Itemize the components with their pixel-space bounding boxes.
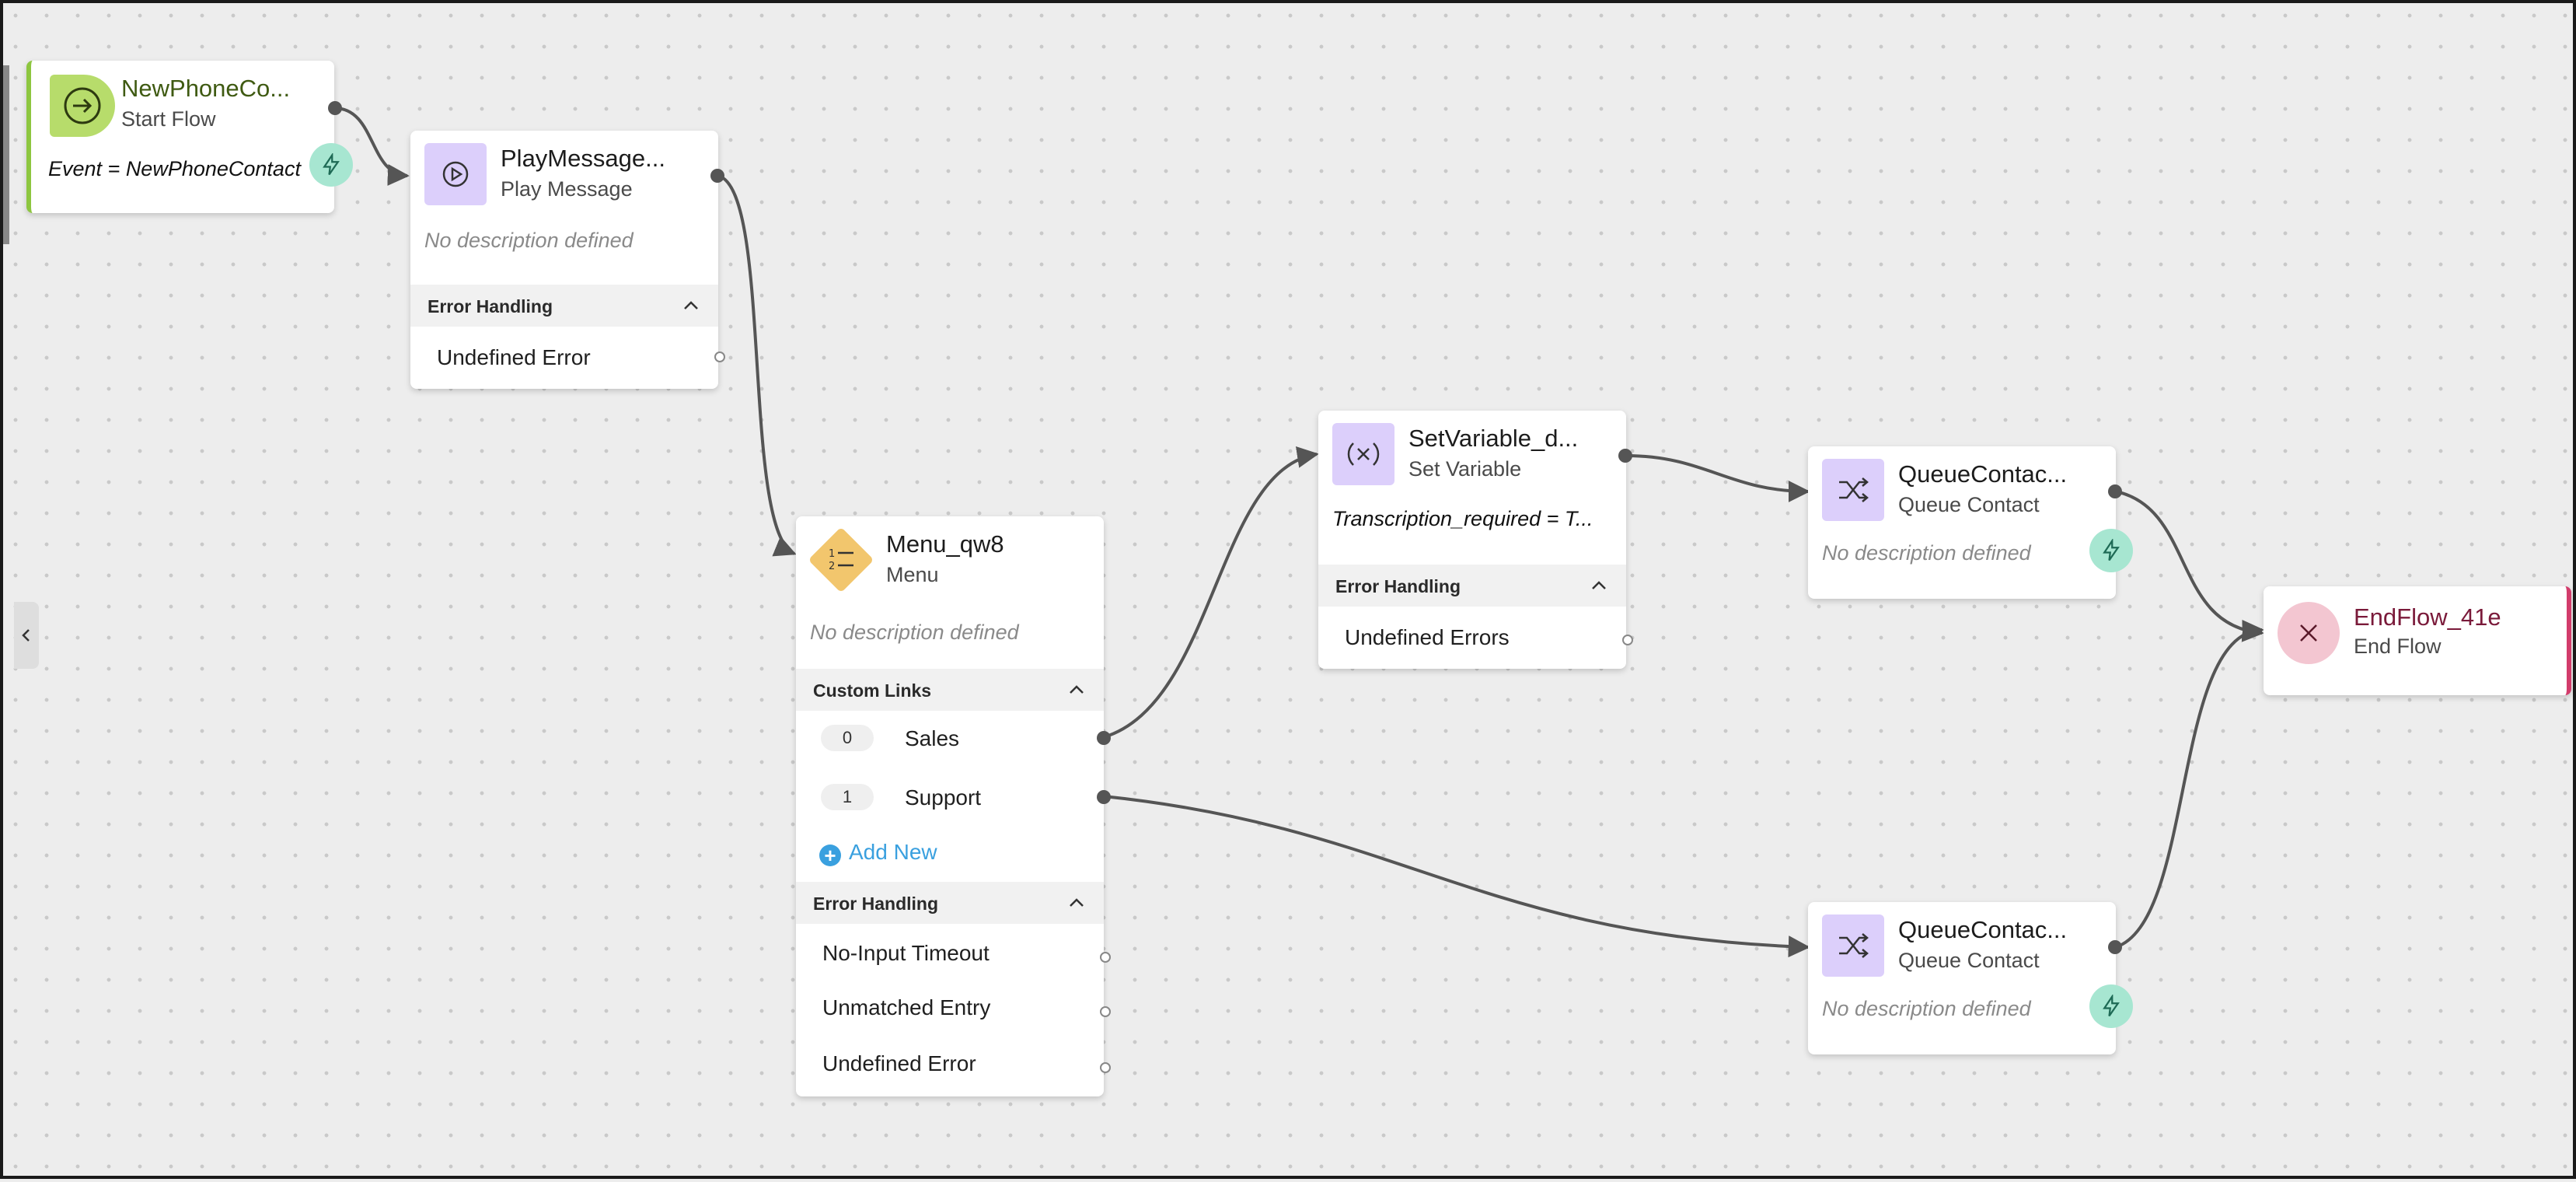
edge-sales-to-setvar[interactable] <box>1103 446 1319 739</box>
node-subtitle: Queue Contact <box>1898 493 2040 516</box>
output-port[interactable] <box>328 101 342 115</box>
error-handling-section[interactable]: Error Handling <box>796 882 1104 924</box>
section-label: Error Handling <box>813 893 939 914</box>
node-title: PlayMessage... <box>501 145 665 172</box>
node-start-flow[interactable]: NewPhoneCo... Start Flow Event = NewPhon… <box>26 61 353 213</box>
node-subtitle: Play Message <box>501 177 633 201</box>
chevron-up-icon[interactable] <box>681 296 701 316</box>
variable-x-icon <box>1332 423 1394 485</box>
shuffle-icon <box>1822 914 1884 977</box>
output-port[interactable] <box>1100 952 1111 963</box>
edge-support-to-queue2[interactable] <box>1103 795 1810 958</box>
node-title: SetVariable_d... <box>1408 425 1579 452</box>
svg-text:2: 2 <box>829 561 835 572</box>
lightning-icon[interactable] <box>2089 529 2133 572</box>
node-expression: Transcription_required = T... <box>1332 507 1593 530</box>
node-description: No description defined <box>1822 997 2031 1020</box>
output-port[interactable] <box>714 351 725 362</box>
section-label: Error Handling <box>1335 576 1461 596</box>
row-label: Undefined Error <box>437 345 591 369</box>
output-port[interactable] <box>1100 1062 1111 1073</box>
row-label: Unmatched Entry <box>822 995 991 1019</box>
node-queue-contact-2[interactable]: QueueContac... Queue Contact No descript… <box>1808 902 2133 1054</box>
svg-text:1: 1 <box>829 548 835 560</box>
link-row-sales[interactable]: 0 Sales <box>796 711 1111 765</box>
link-row-support[interactable]: 1 Support <box>796 770 1111 824</box>
node-end-flow[interactable]: EndFlow_41e End Flow <box>2264 586 2571 695</box>
node-expression: Event = NewPhoneContact <box>48 157 301 180</box>
output-port[interactable] <box>1100 1006 1111 1017</box>
link-key-badge: 0 <box>821 725 874 751</box>
row-label: No-Input Timeout <box>822 941 990 965</box>
output-port[interactable] <box>1618 449 1632 463</box>
node-description: No description defined <box>424 229 634 252</box>
output-port[interactable] <box>2108 940 2122 954</box>
node-title: QueueContac... <box>1898 916 2068 943</box>
error-handling-section[interactable]: Error Handling <box>410 285 718 327</box>
add-new-link-button[interactable]: + Add New <box>819 840 937 866</box>
node-subtitle: End Flow <box>2354 635 2442 658</box>
output-port[interactable] <box>1097 790 1111 804</box>
node-title: QueueContac... <box>1898 460 2068 488</box>
lightning-icon[interactable] <box>2089 984 2133 1028</box>
row-label: Sales <box>905 726 960 750</box>
node-subtitle: Start Flow <box>121 107 216 131</box>
row-label: Undefined Error <box>822 1051 976 1075</box>
node-subtitle: Set Variable <box>1408 457 1522 481</box>
edge-play-to-menu[interactable] <box>717 174 797 557</box>
shuffle-icon <box>1822 459 1884 521</box>
node-description: No description defined <box>810 621 1019 644</box>
lightning-icon[interactable] <box>309 143 353 187</box>
chevron-up-icon[interactable] <box>1066 680 1087 700</box>
node-set-variable[interactable]: SetVariable_d... Set Variable Transcript… <box>1318 411 1633 669</box>
connector-layer <box>333 107 2264 958</box>
node-queue-contact-1[interactable]: QueueContac... Queue Contact No descript… <box>1808 446 2133 599</box>
error-handling-section[interactable]: Error Handling <box>1318 565 1626 607</box>
error-row-unmatched-entry: Unmatched Entry <box>796 980 1111 1034</box>
add-new-label: Add New <box>849 840 937 864</box>
node-description: No description defined <box>1822 541 2031 565</box>
output-port[interactable] <box>1097 731 1111 745</box>
link-key-badge: 1 <box>821 784 874 810</box>
node-title: EndFlow_41e <box>2354 603 2501 631</box>
node-subtitle: Queue Contact <box>1898 949 2040 972</box>
node-subtitle: Menu <box>886 563 939 586</box>
error-row-no-input-timeout: No-Input Timeout <box>796 925 1111 980</box>
close-x-icon <box>2278 602 2340 664</box>
error-row-undefined-error: Undefined Error <box>410 330 725 384</box>
node-title: NewPhoneCo... <box>121 75 291 102</box>
left-edge-tab <box>3 65 9 244</box>
row-label: Support <box>905 785 982 810</box>
node-play-message[interactable]: PlayMessage... Play Message No descripti… <box>410 131 725 389</box>
output-port[interactable] <box>1622 635 1633 645</box>
chevron-up-icon[interactable] <box>1066 893 1087 913</box>
edge-queue1-to-end[interactable] <box>2115 490 2264 642</box>
section-label: Custom Links <box>813 680 932 701</box>
edge-queue2-to-end[interactable] <box>2115 619 2264 949</box>
arrow-right-circle-icon <box>50 75 115 137</box>
error-row-undefined-error: Undefined Error <box>796 1036 1111 1090</box>
sidebar-collapse-toggle[interactable] <box>14 602 39 669</box>
row-label: Undefined Errors <box>1345 625 1510 649</box>
chevron-up-icon[interactable] <box>1589 575 1609 596</box>
output-port[interactable] <box>2108 484 2122 498</box>
output-port[interactable] <box>710 169 724 183</box>
plus-circle-icon: + <box>819 845 841 866</box>
edge-setvar-to-queue1[interactable] <box>1625 454 1810 502</box>
section-label: Error Handling <box>428 296 553 316</box>
error-row-undefined-errors: Undefined Errors <box>1318 610 1633 664</box>
node-title: Menu_qw8 <box>886 530 1004 558</box>
play-circle-icon <box>424 143 487 205</box>
chevron-left-icon <box>22 629 30 642</box>
custom-links-section[interactable]: Custom Links <box>796 669 1104 711</box>
